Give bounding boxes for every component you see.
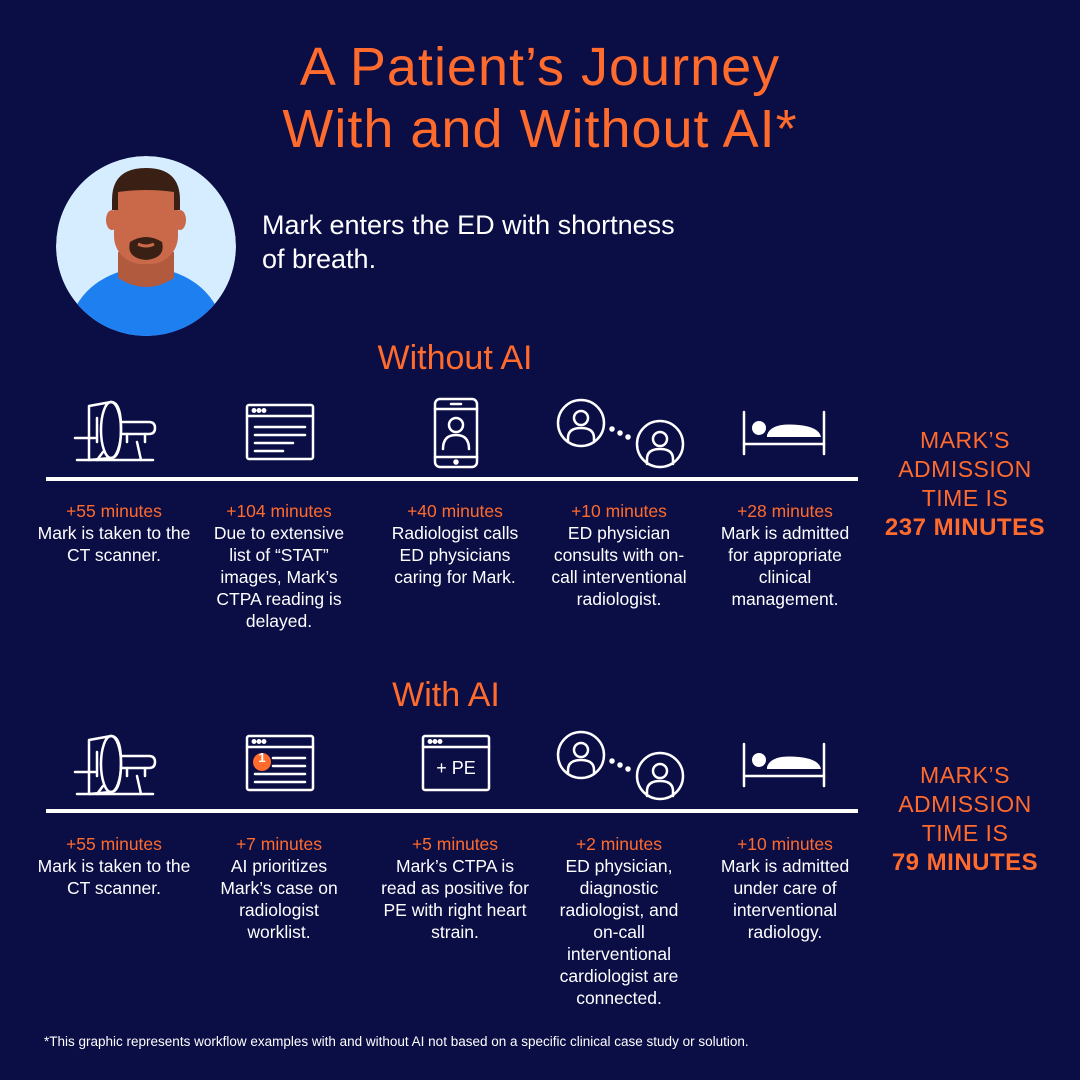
step-description: Mark is taken to the CT scanner.	[37, 856, 191, 898]
summary-line: MARK’S	[920, 762, 1010, 788]
title-line-1: A Patient’s Journey	[299, 37, 781, 97]
step-description: Mark’s CTPA is read as positive for PE w…	[381, 856, 529, 942]
with-ai-summary: MARK’S ADMISSION TIME IS 79 MINUTES	[870, 761, 1060, 877]
footnote: *This graphic represents workflow exampl…	[44, 1034, 749, 1049]
step-time: +28 minutes	[737, 501, 833, 521]
step-time: +55 minutes	[66, 834, 162, 854]
step-time: +104 minutes	[226, 501, 332, 521]
step-description: Due to extensive list of “STAT” images, …	[213, 523, 345, 631]
pe-label: + PE	[436, 758, 476, 778]
without-ai-step-4: +10 minutes ED physician consults with o…	[535, 500, 703, 610]
step-time: +7 minutes	[235, 834, 323, 854]
page-title: A Patient’s Journey With and Without AI*	[0, 36, 1080, 160]
without-ai-step-1: +55 minutes Mark is taken to the CT scan…	[30, 500, 198, 566]
worklist-icon	[245, 403, 315, 461]
summary-total: 237 MINUTES	[884, 514, 1046, 541]
hospital-bed-icon	[741, 410, 827, 456]
ct-scanner-icon	[67, 732, 161, 800]
step-description: Mark is admitted under care of intervent…	[720, 856, 850, 942]
step-description: AI prioritizes Mark’s case on radiologis…	[220, 856, 338, 942]
summary-line: ADMISSION	[898, 456, 1032, 482]
step-time: +40 minutes	[407, 501, 503, 521]
with-ai-timeline	[46, 809, 858, 813]
summary-line: MARK’S	[920, 427, 1010, 453]
step-description: ED physician, diagnostic radiologist, an…	[559, 856, 679, 1008]
step-time: +10 minutes	[571, 501, 667, 521]
with-ai-step-1: +55 minutes Mark is taken to the CT scan…	[30, 833, 198, 899]
ct-scanner-icon	[67, 398, 161, 466]
priority-badge: 1	[258, 750, 266, 765]
phone-call-icon	[433, 397, 479, 469]
without-ai-step-3: +40 minutes Radiologist calls ED physici…	[371, 500, 539, 588]
step-time: +5 minutes	[411, 834, 499, 854]
consult-icon	[556, 398, 688, 470]
summary-line: TIME IS	[921, 820, 1009, 846]
without-ai-timeline	[46, 477, 858, 481]
without-ai-heading: Without AI	[377, 339, 533, 377]
summary-line: ADMISSION	[898, 791, 1032, 817]
with-ai-heading: With AI	[392, 676, 500, 714]
patient-avatar	[56, 156, 236, 336]
hospital-bed-icon	[741, 742, 827, 788]
with-ai-step-2: +7 minutes AI prioritizes Mark’s case on…	[195, 833, 363, 943]
consult-icon	[556, 730, 688, 802]
step-time: +55 minutes	[66, 501, 162, 521]
intro-text: Mark enters the ED with shortness of bre…	[262, 210, 675, 274]
step-time: +10 minutes	[737, 834, 833, 854]
without-ai-step-5: +28 minutes Mark is admitted for appropr…	[701, 500, 869, 610]
step-description: Mark is taken to the CT scanner.	[37, 523, 191, 565]
summary-line: TIME IS	[921, 485, 1009, 511]
with-ai-step-4: +2 minutes ED physician, diagnostic radi…	[535, 833, 703, 1009]
summary-total: 79 MINUTES	[891, 849, 1039, 876]
without-ai-summary: MARK’S ADMISSION TIME IS 237 MINUTES	[870, 426, 1060, 542]
pe-positive-icon: + PE	[421, 734, 491, 792]
step-description: Mark is admitted for appropriate clinica…	[720, 523, 850, 609]
step-time: +2 minutes	[575, 834, 663, 854]
title-line-2: With and Without AI*	[282, 99, 798, 159]
prioritized-worklist-icon: 1	[245, 734, 315, 792]
without-ai-step-2: +104 minutes Due to extensive list of “S…	[195, 500, 363, 632]
with-ai-step-5: +10 minutes Mark is admitted under care …	[701, 833, 869, 943]
with-ai-step-3: +5 minutes Mark’s CTPA is read as positi…	[371, 833, 539, 943]
step-description: ED physician consults with on-call inter…	[551, 523, 687, 609]
step-description: Radiologist calls ED physicians caring f…	[391, 523, 519, 587]
